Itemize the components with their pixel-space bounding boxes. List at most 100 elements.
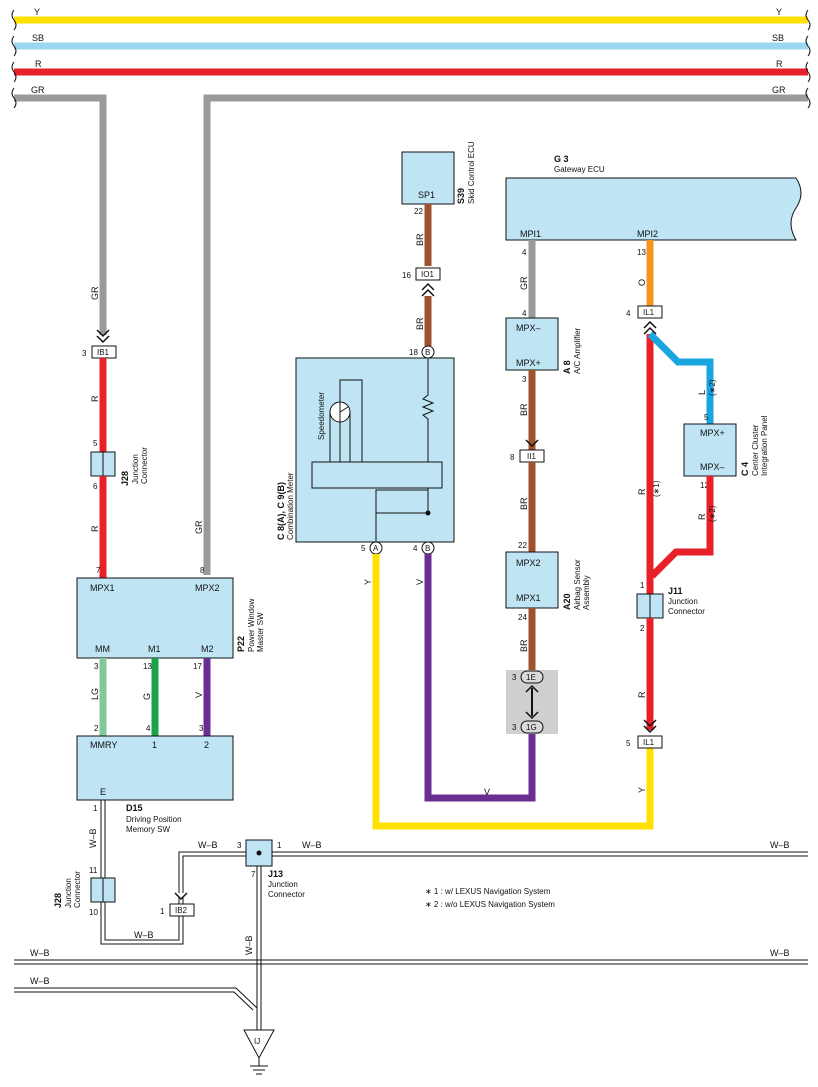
svg-text:B: B bbox=[425, 348, 430, 357]
svg-text:1: 1 bbox=[640, 581, 645, 590]
bus-y-left-label: Y bbox=[34, 7, 40, 17]
svg-text:Junction: Junction bbox=[668, 597, 698, 606]
svg-text:Junction: Junction bbox=[64, 878, 73, 908]
1e-1g-connector: 1E 3 1G 3 bbox=[506, 670, 558, 734]
svg-text:10: 10 bbox=[89, 908, 98, 917]
svg-text:Connector: Connector bbox=[268, 890, 305, 899]
svg-text:MPX–: MPX– bbox=[700, 462, 725, 472]
svg-text:MPX2: MPX2 bbox=[195, 583, 220, 593]
svg-text:J28: J28 bbox=[120, 471, 130, 486]
svg-text:W–B: W–B bbox=[770, 948, 790, 958]
svg-text:L: L bbox=[697, 390, 707, 395]
a8-ac-amplifier: 4 MPX– MPX+ 3 A 8 A/C Amplifier bbox=[505, 309, 582, 384]
svg-text:MM: MM bbox=[95, 644, 110, 654]
svg-text:Junction: Junction bbox=[131, 454, 140, 484]
svg-text:J28: J28 bbox=[53, 893, 63, 908]
svg-text:7: 7 bbox=[251, 870, 256, 879]
svg-text:3: 3 bbox=[94, 662, 99, 671]
svg-text:MPI2: MPI2 bbox=[637, 229, 658, 239]
svg-text:MPX+: MPX+ bbox=[516, 358, 541, 368]
bus-gr: GR GR bbox=[14, 85, 808, 575]
bus-sb-right-label: SB bbox=[772, 33, 784, 43]
ib2-connector: IB2 1 bbox=[160, 892, 195, 917]
svg-text:∗ 2 : w/o LEXUS Navigation Sys: ∗ 2 : w/o LEXUS Navigation System bbox=[425, 900, 555, 909]
wire-label-gr-1: GR bbox=[90, 286, 100, 300]
svg-text:MMRY: MMRY bbox=[90, 740, 117, 750]
svg-text:SP1: SP1 bbox=[418, 190, 435, 200]
svg-text:5: 5 bbox=[626, 739, 631, 748]
svg-text:4: 4 bbox=[413, 544, 418, 553]
svg-text:R: R bbox=[697, 513, 707, 520]
svg-text:BR: BR bbox=[519, 403, 529, 416]
svg-text:Power Window: Power Window bbox=[247, 598, 256, 652]
svg-text:W–B: W–B bbox=[30, 976, 50, 986]
ij-ground: IJ bbox=[243, 1029, 275, 1075]
svg-text:13: 13 bbox=[143, 662, 152, 671]
svg-text:M1: M1 bbox=[148, 644, 161, 654]
svg-text:MPX–: MPX– bbox=[516, 323, 541, 333]
svg-text:C 8(A), C 9(B): C 8(A), C 9(B) bbox=[276, 482, 286, 540]
svg-text:IJ: IJ bbox=[254, 1037, 260, 1046]
svg-text:3: 3 bbox=[237, 841, 242, 850]
svg-text:4: 4 bbox=[626, 309, 631, 318]
svg-text:∗ 1 : w/ LEXUS Navigation Syst: ∗ 1 : w/ LEXUS Navigation System bbox=[425, 887, 551, 896]
svg-text:3: 3 bbox=[82, 349, 87, 358]
svg-text:17: 17 bbox=[193, 662, 202, 671]
svg-text:B: B bbox=[425, 544, 430, 553]
svg-text:Gateway ECU: Gateway ECU bbox=[554, 165, 605, 174]
svg-text:4: 4 bbox=[522, 248, 527, 257]
svg-text:W–B: W–B bbox=[302, 840, 322, 850]
svg-text:Y: Y bbox=[637, 787, 647, 793]
svg-text:12: 12 bbox=[700, 481, 709, 490]
p22-power-window-master-sw: 7 8 MPX1 MPX2 MM M1 M2 3 13 17 P22 Power… bbox=[76, 566, 265, 671]
svg-text:(∗1): (∗1) bbox=[652, 480, 661, 497]
svg-text:A 8: A 8 bbox=[562, 360, 572, 374]
svg-text:(∗2): (∗2) bbox=[708, 379, 717, 396]
wire-label-r-2: R bbox=[90, 525, 100, 532]
svg-text:IB1: IB1 bbox=[97, 348, 110, 357]
g3-gateway-ecu: G 3 Gateway ECU MPI1 MPI2 4 13 bbox=[505, 154, 802, 257]
svg-text:22: 22 bbox=[414, 207, 423, 216]
svg-text:W–B: W–B bbox=[88, 828, 98, 848]
svg-text:W–B: W–B bbox=[134, 930, 154, 940]
svg-text:IO1: IO1 bbox=[421, 270, 434, 279]
svg-text:1: 1 bbox=[277, 841, 282, 850]
svg-text:G 3: G 3 bbox=[554, 154, 569, 164]
j13-junction-connector: 3 1 7 J13 Junction Connector bbox=[237, 839, 305, 899]
svg-text:M2: M2 bbox=[201, 644, 214, 654]
svg-text:MPI1: MPI1 bbox=[520, 229, 541, 239]
svg-text:MPX1: MPX1 bbox=[516, 593, 541, 603]
svg-text:Memory SW: Memory SW bbox=[126, 825, 170, 834]
svg-text:2: 2 bbox=[204, 740, 209, 750]
svg-text:G: G bbox=[142, 693, 152, 700]
svg-text:1: 1 bbox=[160, 907, 165, 916]
svg-text:6: 6 bbox=[93, 482, 98, 491]
d15-driving-position-memory-sw: 2 4 3 MMRY 1 2 E 1 D15 Driving Position … bbox=[76, 724, 234, 834]
svg-text:BR: BR bbox=[519, 639, 529, 652]
svg-text:4: 4 bbox=[522, 309, 527, 318]
svg-text:5: 5 bbox=[93, 439, 98, 448]
svg-text:24: 24 bbox=[518, 613, 527, 622]
wb-ground-wires bbox=[14, 800, 808, 1030]
svg-text:2: 2 bbox=[94, 724, 99, 733]
svg-text:3: 3 bbox=[512, 673, 517, 682]
break-marks bbox=[11, 9, 811, 109]
svg-text:GR: GR bbox=[519, 276, 529, 290]
svg-text:Master SW: Master SW bbox=[256, 612, 265, 652]
svg-text:(∗2): (∗2) bbox=[708, 505, 717, 522]
svg-text:V: V bbox=[194, 692, 204, 698]
svg-text:W–B: W–B bbox=[30, 948, 50, 958]
svg-text:II1: II1 bbox=[527, 452, 536, 461]
bus-r-left-label: R bbox=[35, 59, 42, 69]
il1-connector-bottom: IL1 5 bbox=[626, 719, 663, 749]
wire-label-r-1: R bbox=[90, 395, 100, 402]
j11-junction-connector: 1 2 J11 Junction Connector bbox=[636, 581, 705, 633]
c4-center-cluster-integration-panel: 5 MPX+ MPX– 12 C 4 Center Cluster Integr… bbox=[683, 413, 769, 490]
svg-text:R: R bbox=[637, 691, 647, 698]
svg-text:D15: D15 bbox=[126, 803, 143, 813]
svg-text:4: 4 bbox=[146, 724, 151, 733]
wire-v-2 bbox=[424, 554, 536, 802]
svg-text:1: 1 bbox=[152, 740, 157, 750]
